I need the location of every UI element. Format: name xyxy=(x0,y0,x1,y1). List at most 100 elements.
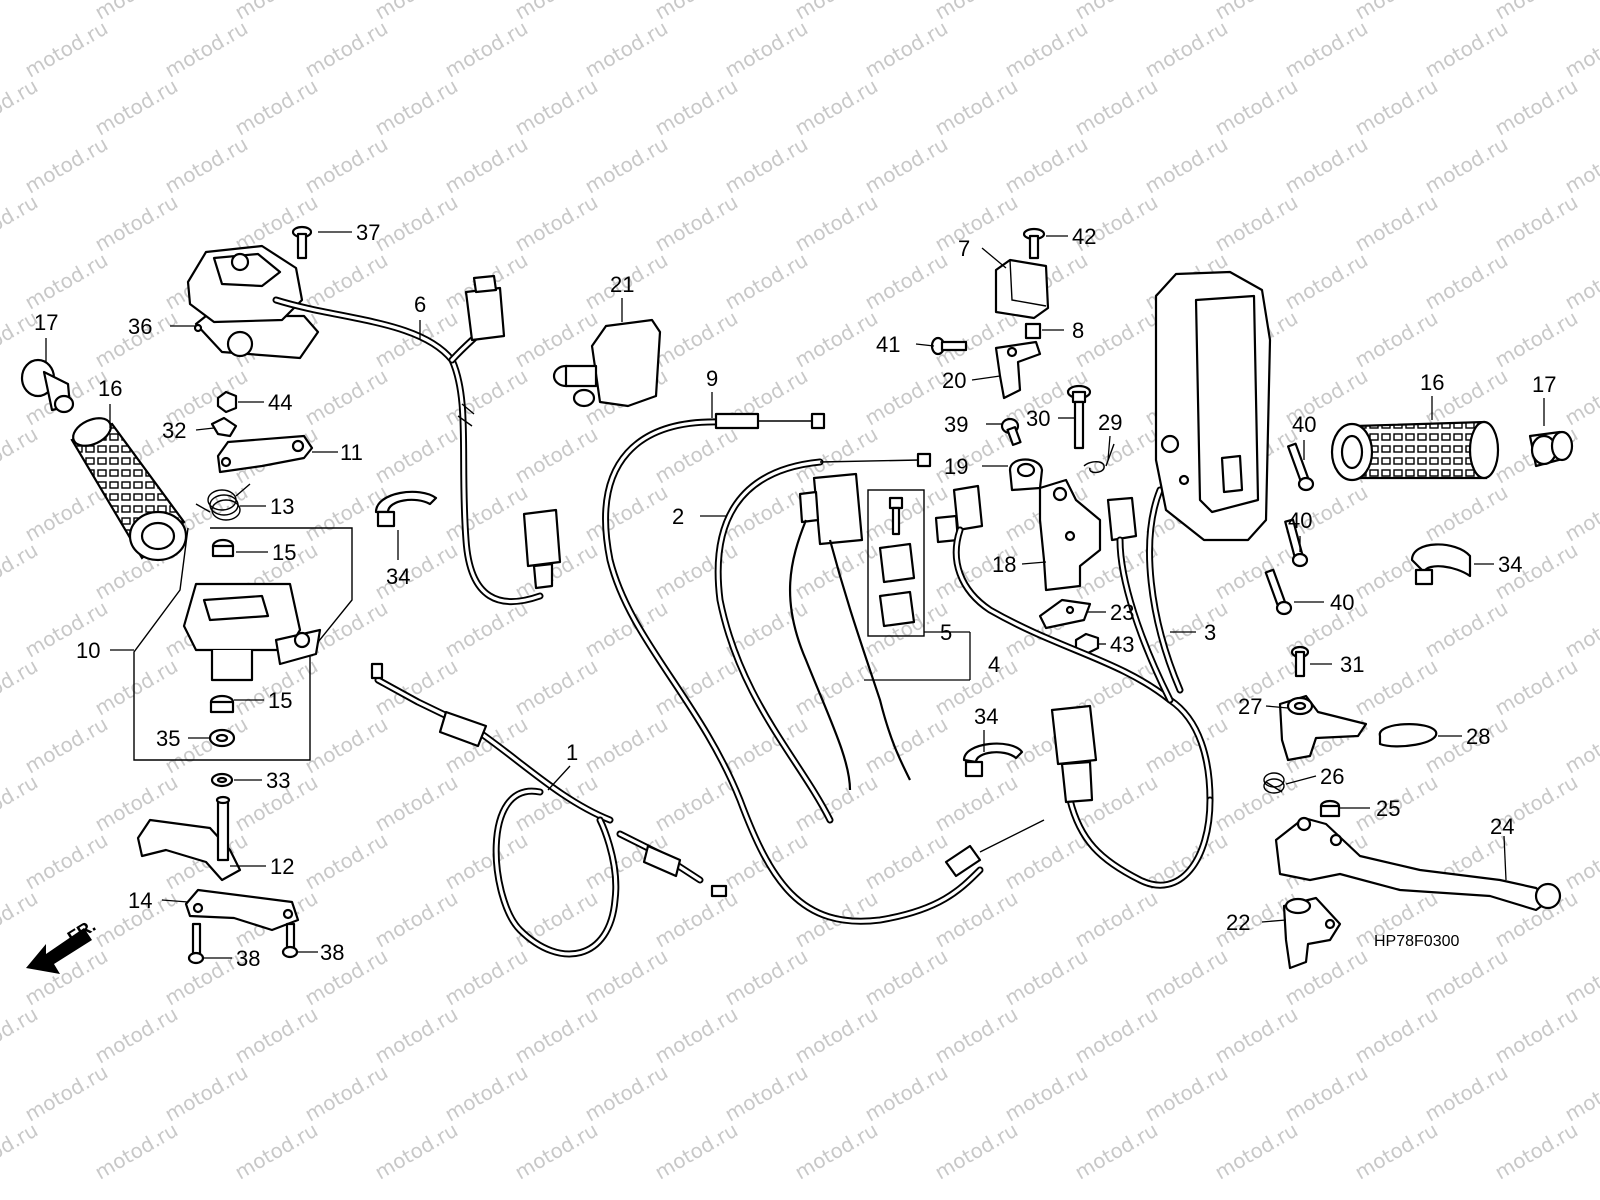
watermark-text: motod.ru xyxy=(861,712,952,779)
watermark-text: motod.ru xyxy=(1071,1118,1162,1185)
callout-18: 18 xyxy=(992,552,1016,577)
watermark-text: motod.ru xyxy=(1491,1002,1582,1069)
watermark-text: motod.ru xyxy=(371,538,462,605)
watermark-text: motod.ru xyxy=(791,1118,882,1185)
watermark-text: motod.ru xyxy=(651,1002,742,1069)
grip-end-cap-right xyxy=(1528,430,1574,468)
watermark-text: motod.ru xyxy=(371,1002,462,1069)
watermark-text: motod.ru xyxy=(511,886,602,953)
watermark-text: motod.ru xyxy=(1491,190,1582,257)
switch-housing-right xyxy=(1154,270,1272,542)
bracket-20 xyxy=(994,340,1042,400)
watermark-text: motod.ru xyxy=(1421,1060,1512,1127)
watermark-text: motod.ru xyxy=(231,0,322,24)
watermark-text: motod.ru xyxy=(371,770,462,837)
watermark-text: motod.ru xyxy=(581,480,672,547)
watermark-text: motod.ru xyxy=(651,306,742,373)
callout-31: 31 xyxy=(1340,652,1364,677)
watermark-text: motod.ru xyxy=(91,1002,182,1069)
watermark-text: motod.ru xyxy=(301,944,392,1011)
callout-15-upper: 15 xyxy=(272,540,296,565)
callout-36: 36 xyxy=(128,314,152,339)
watermark-text: motod.ru xyxy=(721,1060,812,1127)
watermark-text: motod.ru xyxy=(441,1060,532,1127)
watermark-text: motod.ru xyxy=(1561,248,1600,315)
connector-cover-21 xyxy=(552,318,662,408)
watermark-text: motod.ru xyxy=(1001,132,1092,199)
watermark-text: motod.ru xyxy=(791,0,882,24)
watermark-text: motod.ru xyxy=(1141,944,1232,1011)
watermark-text: motod.ru xyxy=(931,74,1022,141)
watermark-text: motod.ru xyxy=(1561,712,1600,779)
bolt-41 xyxy=(930,336,968,356)
callout-16-left: 16 xyxy=(98,376,122,401)
watermark-text: motod.ru xyxy=(651,0,742,24)
watermark-text: motod.ru xyxy=(1141,712,1232,779)
callout-32: 32 xyxy=(162,418,186,443)
watermark-text: motod.ru xyxy=(441,828,532,895)
watermark-text: motod.ru xyxy=(1211,190,1302,257)
watermark-text: motod.ru xyxy=(371,190,462,257)
watermark-text: motod.ru xyxy=(441,132,532,199)
watermark-text: motod.ru xyxy=(721,132,812,199)
watermark-text: motod.ru xyxy=(721,16,812,83)
watermark-text: motod.ru xyxy=(1351,0,1442,24)
watermark-text: motod.ru xyxy=(441,16,532,83)
clip-32 xyxy=(210,416,238,438)
collar-15-upper xyxy=(211,538,235,558)
callout-17-left: 17 xyxy=(34,310,58,335)
watermark-text: motod.ru xyxy=(161,1060,252,1127)
callout-5: 5 xyxy=(940,620,952,645)
callout-27: 27 xyxy=(1238,694,1262,719)
throttle-lever-12 xyxy=(136,795,242,882)
watermark-text: motod.ru xyxy=(861,1060,952,1127)
watermark-text: motod.ru xyxy=(231,190,322,257)
callout-20: 20 xyxy=(942,368,966,393)
watermark-text: motod.ru xyxy=(651,1118,742,1185)
callout-35: 35 xyxy=(156,726,180,751)
watermark-text: motod.ru xyxy=(861,132,952,199)
watermark-text: motod.ru xyxy=(301,132,392,199)
watermark-text: motod.ru xyxy=(651,886,742,953)
watermark-text: motod.ru xyxy=(1351,190,1442,257)
watermark-text: motod.ru xyxy=(0,1118,42,1185)
watermark-text: motod.ru xyxy=(0,74,42,141)
relay-7 xyxy=(994,258,1050,320)
callout-30: 30 xyxy=(1026,406,1050,431)
watermark-text: motod.ru xyxy=(161,132,252,199)
watermark-text: motod.ru xyxy=(21,480,112,547)
watermark-text: motod.ru xyxy=(1421,248,1512,315)
screw-42 xyxy=(1022,227,1046,260)
watermark-text: motod.ru xyxy=(1001,16,1092,83)
callout-13: 13 xyxy=(270,494,294,519)
watermark-text: motod.ru xyxy=(721,248,812,315)
callout-33: 33 xyxy=(266,768,290,793)
watermark-text: motod.ru xyxy=(0,538,42,605)
spring-26 xyxy=(1263,772,1285,794)
wire-band-34-left xyxy=(374,490,438,528)
watermark-text: motod.ru xyxy=(0,770,42,837)
watermark-text: motod.ru xyxy=(1421,16,1512,83)
watermark-text: motod.ru xyxy=(1491,74,1582,141)
watermark-text: motod.ru xyxy=(1561,828,1600,895)
watermark-text: motod.ru xyxy=(1351,1002,1442,1069)
watermark-text: motod.ru xyxy=(511,654,602,721)
bolt-30 xyxy=(1066,384,1092,450)
screw-37 xyxy=(291,225,313,260)
callout-9: 9 xyxy=(706,366,718,391)
watermark-text: motod.ru xyxy=(511,306,602,373)
throttle-housing xyxy=(182,582,322,682)
screw-38-left xyxy=(187,922,205,965)
watermark-text: motod.ru xyxy=(511,422,602,489)
callout-12: 12 xyxy=(270,854,294,879)
watermark-text: motod.ru xyxy=(91,190,182,257)
watermark-text: motod.ru xyxy=(511,0,602,24)
cable-1 xyxy=(370,662,728,958)
watermark-text: motod.ru xyxy=(931,1118,1022,1185)
watermark-text: motod.ru xyxy=(1211,538,1302,605)
return-spring-13 xyxy=(195,483,251,521)
holder-19 xyxy=(1008,458,1044,492)
drawing-code: HP78F0300 xyxy=(1374,933,1459,950)
callout-26: 26 xyxy=(1320,764,1344,789)
